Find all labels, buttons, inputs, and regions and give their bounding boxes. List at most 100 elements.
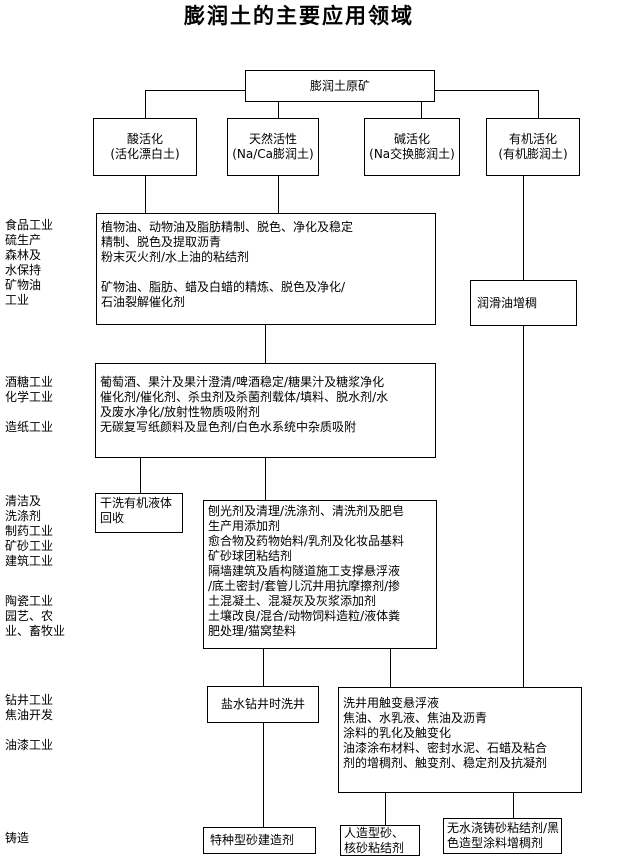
box-line: 回收 <box>100 511 125 525</box>
industry-label: 洗涤剂 <box>5 509 42 523</box>
box-line: 石油裂解催化剂 <box>101 295 186 309</box>
box-line: 生产用添加剂 <box>208 519 281 533</box>
industry-label: 造纸工业 <box>5 420 54 434</box>
box-line: 精制、脱色及提取沥青 <box>101 235 222 249</box>
industry-label: 森林及 <box>5 248 42 262</box>
box-line: 及废水净化/放射性物质吸附剂 <box>100 405 261 419</box>
node-label: 碱活化 <box>393 132 430 146</box>
connector-line <box>385 793 386 825</box>
connector-line <box>263 723 264 827</box>
box-line <box>101 265 433 280</box>
industry-labels-ceramics: 陶瓷工业 园艺、农 业、畜牧业 <box>5 594 65 639</box>
box-line: 特种型砂建造剂 <box>210 833 295 847</box>
industry-labels-paper: 造纸工业 <box>5 420 53 435</box>
industry-labels-drilling: 钻井工业 焦油开发 <box>5 693 53 723</box>
wine-chemical-paper-uses-box: 葡萄酒、果汁及果汁澄清/啤酒稳定/糖果汁及糖浆净化 催化剂/催化剂、杀虫剂及杀菌… <box>95 363 436 458</box>
connector-line <box>523 176 524 280</box>
industry-label: 铸造 <box>5 831 30 845</box>
industry-labels-wine-chemical: 酒糖工业 化学工业 <box>5 375 53 405</box>
acid-activation-node: 酸活化 (活化漂白土) <box>93 118 197 176</box>
box-line: 剂的增稠剂、触变剂、稳定剂及抗凝剂 <box>343 756 548 770</box>
connector-line <box>523 326 524 687</box>
industry-labels-casting: 铸造 <box>5 831 29 846</box>
connector-line <box>278 176 279 213</box>
industry-label: 清洁及 <box>5 494 42 508</box>
dry-cleaning-recovery-box: 干洗有机液体 回收 <box>95 493 183 533</box>
special-molding-sand-box: 特种型砂建造剂 <box>203 827 316 854</box>
box-line: 催化剂/催化剂、杀虫剂及杀菌剂载体/填料、脱水剂/水 <box>100 390 389 404</box>
node-label: 膨润土原矿 <box>309 78 370 93</box>
box-line: 粉末灭火剂/水上油的粘结剂 <box>101 250 250 264</box>
diagram-title: 膨润土的主要应用领域 <box>184 4 414 28</box>
industry-label: 矿砂工业 <box>5 539 54 553</box>
connector-line <box>145 90 146 118</box>
connector-line <box>421 102 422 118</box>
industry-label: 钻井工业 <box>5 693 54 707</box>
industry-label: 油漆工业 <box>5 738 54 752</box>
natural-activity-node: 天然活性 (Na/Ca膨润土) <box>227 118 319 176</box>
node-sublabel: (Na/Ca膨润土) <box>232 147 314 161</box>
connector-line <box>538 90 539 118</box>
box-line: 隔墙建筑及盾构隧道施工支撑悬浮液 <box>208 564 401 578</box>
industry-label: 化学工业 <box>5 390 54 404</box>
box-line: /底土密封/套管儿沉井用抗摩擦剂/掺 <box>208 579 401 593</box>
industry-labels-cleaning: 清洁及 洗涤剂 制药工业 矿砂工业 建筑工业 <box>5 494 53 569</box>
box-line: 植物油、动物油及脂肪精制、脱色、净化及稳定 <box>101 220 354 234</box>
box-line: 油漆涂布材料、密封水泥、石蜡及粘合 <box>343 741 548 755</box>
node-label: 天然活性 <box>248 132 297 146</box>
box-line: 涂料的乳化及触变化 <box>343 726 452 740</box>
industry-label: 业、畜牧业 <box>5 624 66 638</box>
salt-water-drilling-box: 盐水钻井时洗井 <box>207 686 319 723</box>
connector-line <box>278 102 279 118</box>
box-line: 人造型砂、 <box>344 826 405 840</box>
box-line: 土混凝土、混凝灰及灰浆添加剂 <box>208 594 377 608</box>
box-line: 盐水钻井时洗井 <box>220 697 305 711</box>
alkali-activation-node: 碱活化 (Na交换膨润土) <box>364 118 460 176</box>
box-line: 焦油、水乳液、焦油及沥青 <box>343 711 488 725</box>
box-line: 色造型涂料增稠剂 <box>447 836 544 850</box>
organic-activation-node: 有机活化 (有机膨润土) <box>486 118 580 176</box>
connector-line <box>390 649 391 687</box>
connector-line <box>265 458 266 500</box>
box-line: 洗井用触变悬浮液 <box>343 696 440 710</box>
industry-label: 建筑工业 <box>5 554 54 568</box>
root-node-bentonite-ore: 膨润土原矿 <box>245 70 435 102</box>
box-line: 葡萄酒、果汁及果汁澄清/啤酒稳定/糖果汁及糖浆净化 <box>100 375 385 389</box>
anhydrous-casting-sand-box: 无水浇铸砂粘结剂/黑 色造型涂料增稠剂 <box>443 818 562 854</box>
drilling-tar-paint-uses-box: 洗井用触变悬浮液 焦油、水乳液、焦油及沥青 涂料的乳化及触变化 油漆涂布材料、密… <box>338 687 582 793</box>
man-made-sand-box: 人造型砂、 核砂粘结剂 <box>340 825 420 856</box>
box-line: 矿砂球团粘结剂 <box>208 549 293 563</box>
connector-line <box>145 90 246 91</box>
industry-label: 矿物油 <box>5 278 42 292</box>
connector-line <box>265 325 266 363</box>
connector-line <box>434 90 539 91</box>
industry-label: 陶瓷工业 <box>5 594 54 608</box>
node-label: 有机活化 <box>508 132 557 146</box>
box-line: 土壤改良/混合/动物饲料造粒/液体粪 <box>208 609 401 623</box>
connector-line <box>145 176 146 213</box>
industry-label: 制药工业 <box>5 524 54 538</box>
box-line: 无水浇铸砂粘结剂/黑 <box>447 821 560 835</box>
node-sublabel: (Na交换膨润土) <box>369 147 455 161</box>
box-line: 矿物油、脂肪、蜡及白蜡的精炼、脱色及净化/ <box>101 280 346 294</box>
box-line: 干洗有机液体 <box>100 496 173 510</box>
connector-line <box>140 458 141 493</box>
industry-labels-paint: 油漆工业 <box>5 738 53 753</box>
industry-label: 食品工业 <box>5 218 54 232</box>
industry-label: 工业 <box>5 293 30 307</box>
box-line: 核砂粘结剂 <box>344 841 405 855</box>
industry-label: 园艺、农 <box>5 609 54 623</box>
connector-line <box>513 793 514 818</box>
node-sublabel: (有机膨润土) <box>498 147 568 161</box>
industry-label: 酒糖工业 <box>5 375 54 389</box>
box-line: 刨光剂及清理/洗涤剂、清洗剂及肥皂 <box>208 504 405 518</box>
node-label: 酸活化 <box>126 132 163 146</box>
box-line: 润滑油增稠 <box>477 295 538 310</box>
industry-labels-food: 食品工业 硫生产 森林及 水保持 矿物油 工业 <box>5 218 53 308</box>
industry-label: 水保持 <box>5 263 42 277</box>
box-line: 无碳复写纸颜料及显色剂/白色水系统中杂质吸附 <box>100 420 357 434</box>
industry-label: 焦油开发 <box>5 708 54 722</box>
lubricant-thickening-box: 润滑油增稠 <box>470 280 577 326</box>
node-sublabel: (活化漂白土) <box>110 147 180 161</box>
